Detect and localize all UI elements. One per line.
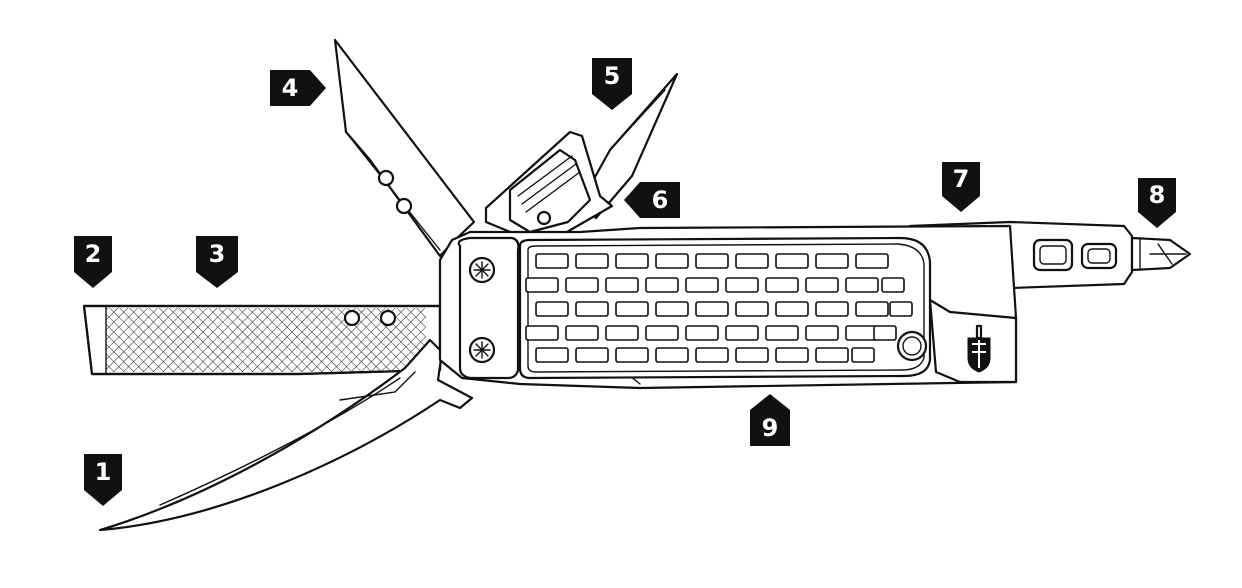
grip-slots bbox=[525, 253, 913, 363]
callout-tag-shape bbox=[1138, 178, 1176, 228]
grip-slot bbox=[881, 277, 905, 293]
callout-label: 5 bbox=[604, 62, 621, 90]
grip-slot bbox=[695, 347, 729, 363]
callout-tag-4: 4 bbox=[270, 70, 326, 106]
handle bbox=[438, 224, 1018, 390]
grip-slot bbox=[815, 347, 849, 363]
grip-slot bbox=[645, 277, 679, 293]
grip-slot bbox=[655, 301, 689, 317]
callout-tag-5: 5 bbox=[592, 58, 632, 110]
grip-slot bbox=[565, 325, 599, 341]
callout-tag-6: 6 bbox=[624, 182, 680, 218]
callout-label: 7 bbox=[953, 165, 970, 193]
grip-slot bbox=[805, 277, 839, 293]
callout-tag-shape bbox=[270, 70, 326, 106]
grip-slot bbox=[775, 301, 809, 317]
grip-slot bbox=[525, 325, 559, 341]
grip-slot bbox=[695, 253, 729, 269]
callout-label: 3 bbox=[209, 240, 226, 268]
grip-slot bbox=[575, 301, 609, 317]
callout-label: 4 bbox=[282, 74, 299, 102]
grip-slot bbox=[695, 301, 729, 317]
callout-tag-shape bbox=[74, 236, 112, 288]
grip-slot bbox=[805, 325, 839, 341]
grip-slot bbox=[685, 277, 719, 293]
callout-tag-shape bbox=[84, 454, 122, 506]
callout-tag-2: 2 bbox=[74, 236, 112, 288]
callout-tag-8: 8 bbox=[1138, 178, 1176, 228]
grip-slot bbox=[655, 347, 689, 363]
callout-tag-1: 1 bbox=[84, 454, 122, 506]
grip-slot bbox=[735, 253, 769, 269]
grip-slot bbox=[775, 253, 809, 269]
grip-slot bbox=[815, 253, 849, 269]
grip-slot bbox=[565, 277, 599, 293]
grip-slot bbox=[605, 277, 639, 293]
callout-label: 8 bbox=[1149, 181, 1166, 209]
grip-slot bbox=[615, 301, 649, 317]
grip-slot bbox=[535, 253, 569, 269]
callout-label: 2 bbox=[85, 240, 102, 268]
grip-slot bbox=[889, 301, 913, 317]
callout-tags: 1 2 3 4 5 6 7 8 9 bbox=[74, 58, 1176, 506]
grip-slot bbox=[765, 277, 799, 293]
callout-tag-shape bbox=[592, 58, 632, 110]
grip-slot bbox=[685, 325, 719, 341]
grip-slot bbox=[535, 347, 569, 363]
grip-slot bbox=[873, 325, 897, 341]
callout-label: 6 bbox=[652, 186, 669, 214]
callout-tag-3: 3 bbox=[196, 236, 238, 288]
grip-slot bbox=[605, 325, 639, 341]
grip-slot bbox=[845, 277, 879, 293]
grip-slot bbox=[851, 347, 875, 363]
grip-slot bbox=[815, 301, 849, 317]
callout-tag-shape bbox=[196, 236, 238, 288]
grip-slot bbox=[725, 277, 759, 293]
callout-label: 9 bbox=[762, 414, 779, 442]
grip-slot bbox=[615, 347, 649, 363]
tanto-blade bbox=[333, 38, 476, 258]
brand-logo-icon bbox=[967, 324, 991, 373]
grip-slot bbox=[615, 253, 649, 269]
callout-tag-shape bbox=[750, 394, 790, 446]
grip-slot bbox=[855, 253, 889, 269]
callout-tag-7: 7 bbox=[942, 162, 980, 212]
grip-slot bbox=[775, 347, 809, 363]
grip-slot bbox=[765, 325, 799, 341]
scissors-tool bbox=[484, 130, 614, 242]
grip-slot bbox=[735, 347, 769, 363]
grip-slot bbox=[525, 277, 559, 293]
main-blade bbox=[98, 338, 474, 532]
grip-slot bbox=[575, 347, 609, 363]
callout-tag-shape bbox=[942, 162, 980, 212]
callout-tag-9: 9 bbox=[750, 394, 790, 446]
callout-tag-shape bbox=[624, 182, 680, 218]
grip-slot bbox=[535, 301, 569, 317]
grip-slot bbox=[855, 301, 889, 317]
grip-slot bbox=[645, 325, 679, 341]
grip-slot bbox=[735, 301, 769, 317]
grip-slot bbox=[725, 325, 759, 341]
file-tool bbox=[82, 304, 442, 376]
grip-slot bbox=[575, 253, 609, 269]
grip-slot bbox=[655, 253, 689, 269]
callout-label: 1 bbox=[95, 458, 112, 486]
